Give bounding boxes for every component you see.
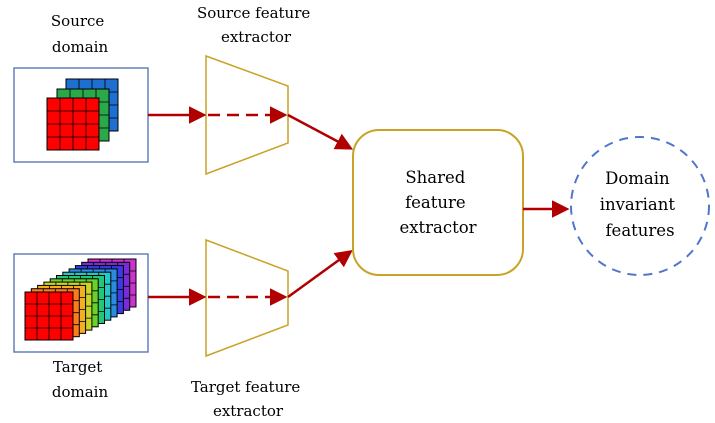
source-domain-label: Source domain	[51, 12, 109, 56]
source-layer-3	[46, 97, 100, 151]
target-layer-11	[24, 291, 74, 341]
target-image-stack	[24, 258, 137, 341]
source-extractor-label: Source feature extractor	[197, 4, 315, 46]
source-image-stack	[46, 78, 119, 151]
domain-invariant-features-circle	[570, 136, 710, 276]
invariant-features-label: Domain invariant features	[600, 169, 681, 240]
target-domain-label: Target domain	[52, 358, 109, 401]
target-domain-box	[13, 253, 149, 353]
target-feature-extractor	[205, 238, 289, 358]
target-extractor-label: Target feature extractor	[191, 378, 305, 420]
shared-extractor-label: Shared feature extractor	[399, 168, 476, 237]
source-feature-extractor	[205, 54, 289, 176]
source-to-shared-arrow	[287, 113, 354, 150]
target-to-shared-arrow	[287, 249, 353, 299]
shared-feature-extractor	[352, 129, 524, 276]
